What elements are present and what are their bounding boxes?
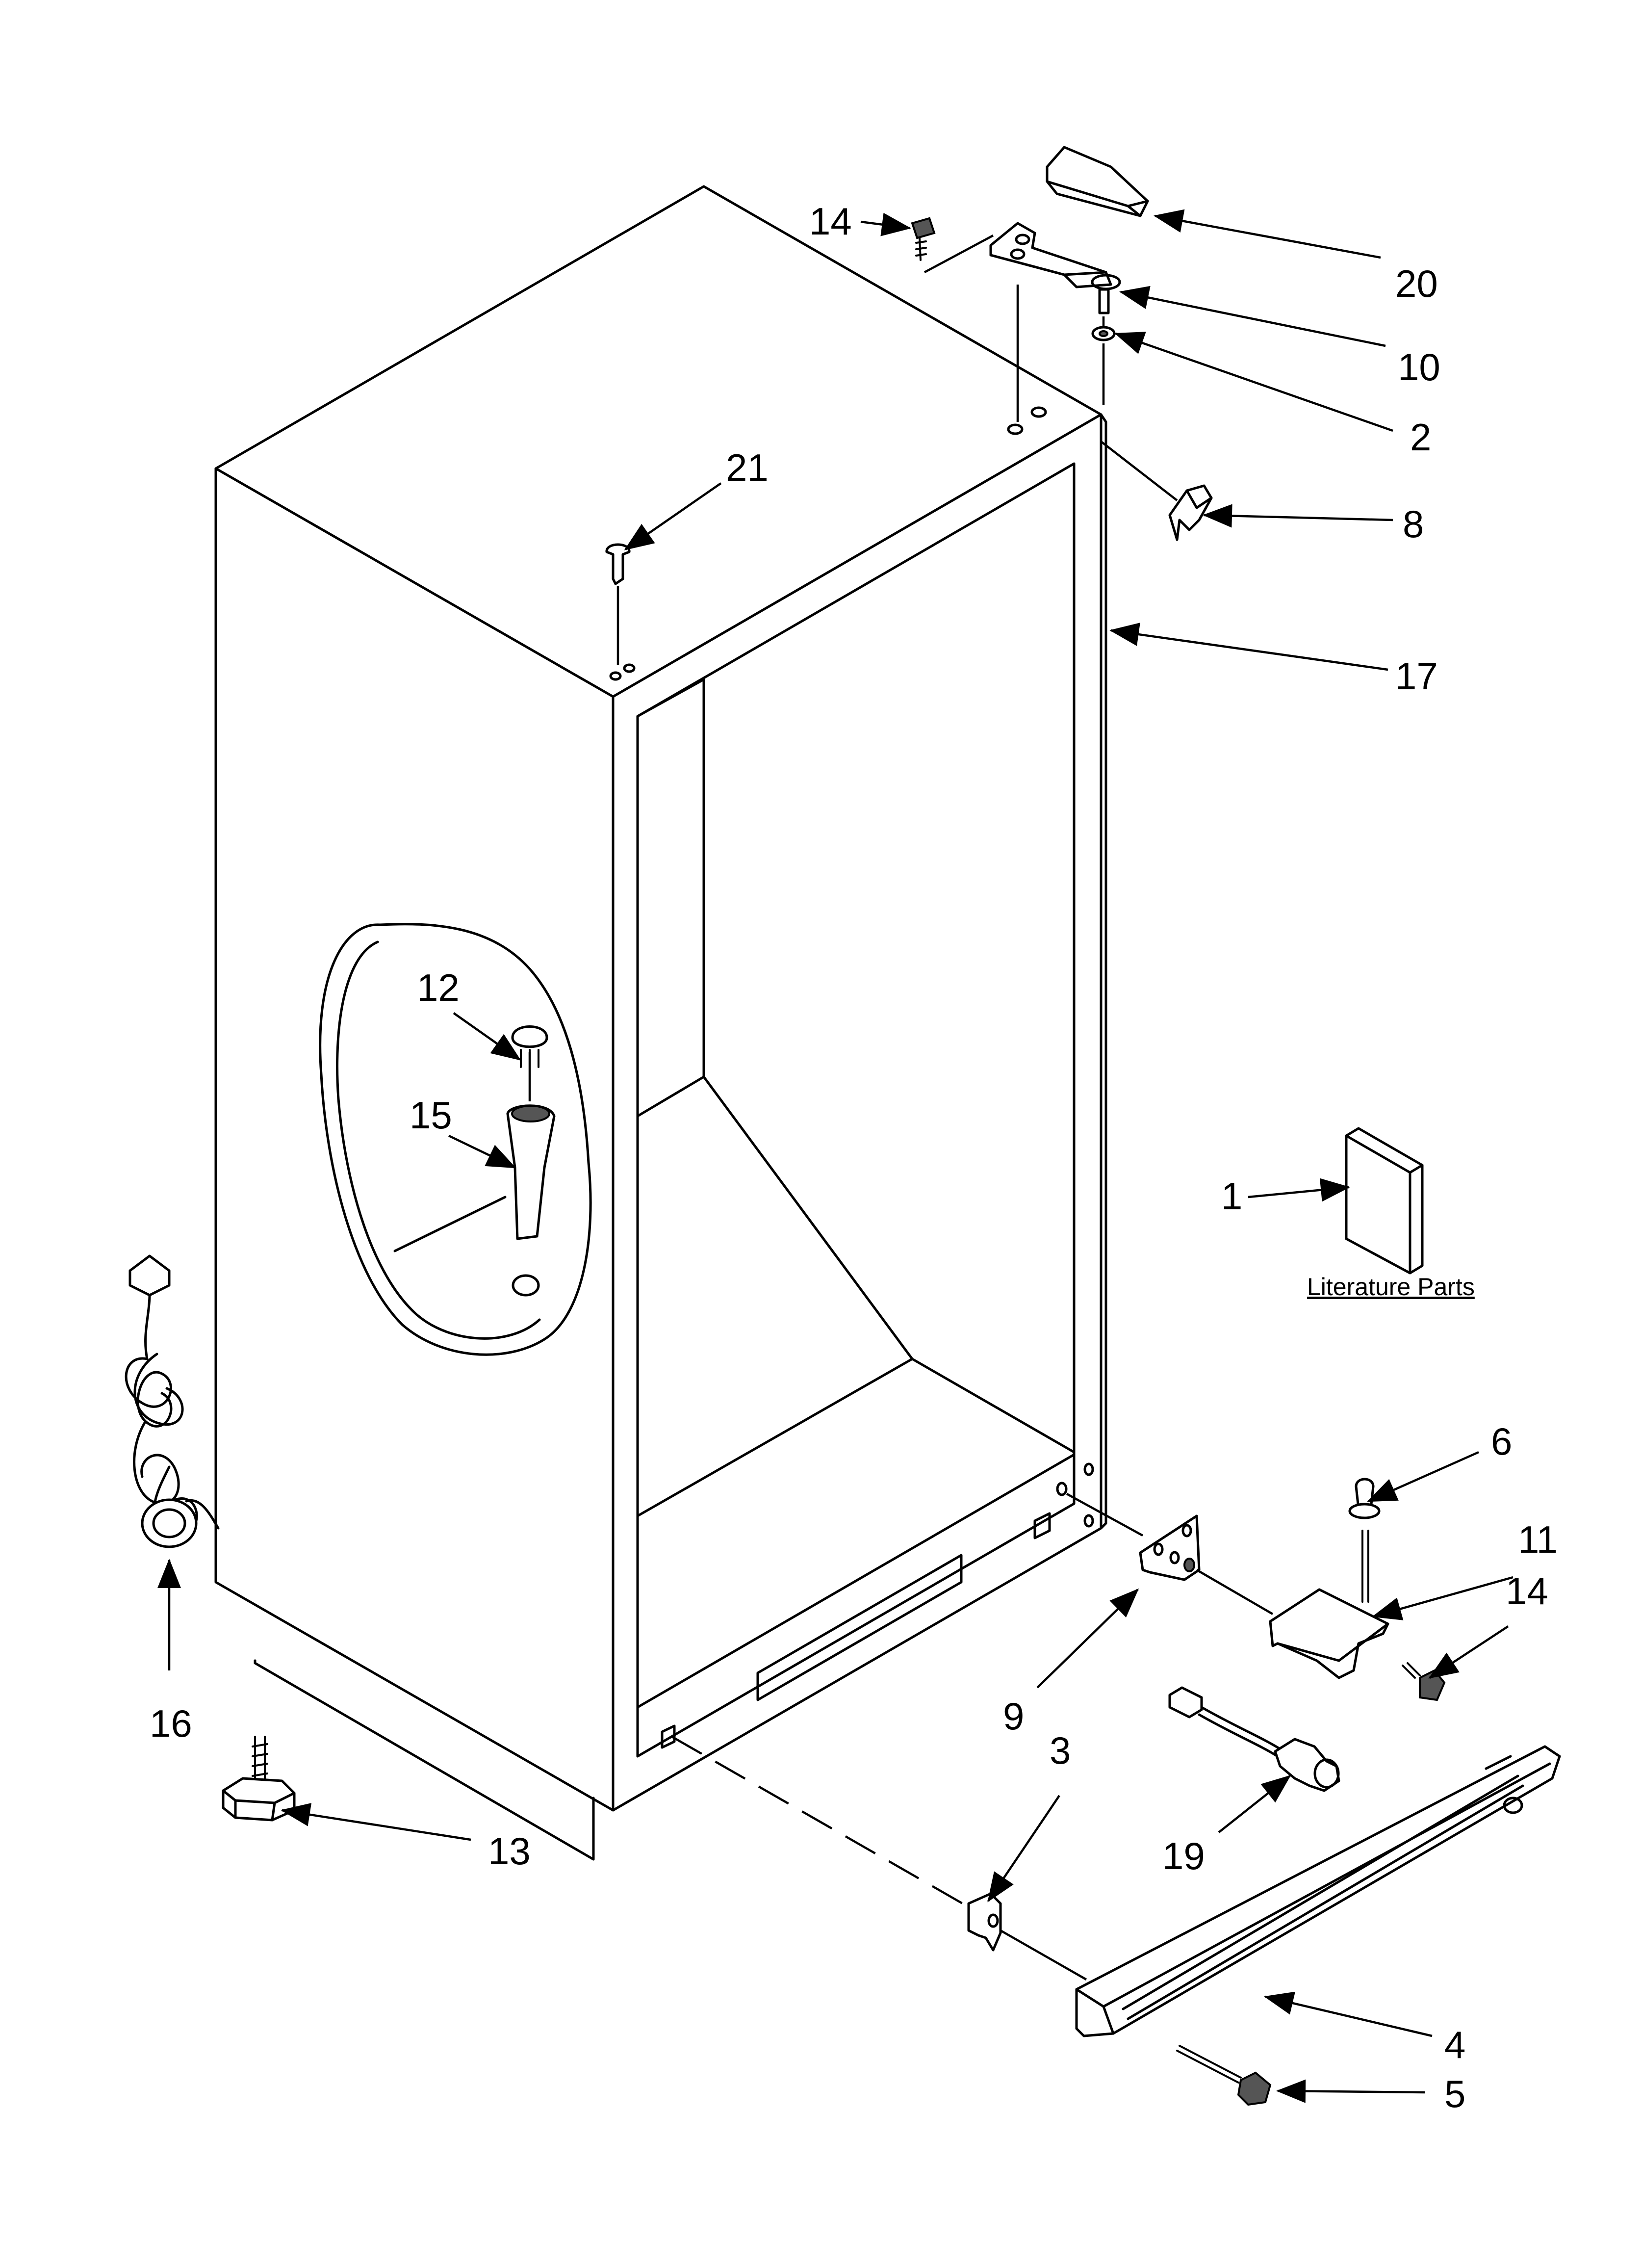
drain-tube-part — [506, 1104, 556, 1297]
side-cutaway — [319, 923, 592, 1356]
assembly-lines — [528, 235, 1274, 1981]
callout-1: 1 — [1221, 1174, 1242, 1218]
callout-14-top: 14 — [809, 200, 852, 243]
callout-4: 4 — [1444, 2023, 1465, 2066]
callout-5: 5 — [1444, 2072, 1465, 2115]
callout-16: 16 — [150, 1702, 192, 1745]
callout-17: 17 — [1395, 654, 1438, 698]
grille-screw-part — [1176, 2045, 1272, 2106]
hinge-pin-part — [1098, 288, 1110, 314]
cabinet-body — [214, 185, 1107, 1861]
callout-leaders — [157, 209, 1514, 2103]
callout-11: 11 — [1518, 1518, 1558, 1561]
callout-10: 10 — [1398, 345, 1440, 389]
wire-harness-part — [1168, 1686, 1340, 1792]
callout-14-bottom: 14 — [1506, 1569, 1548, 1613]
callout-19: 19 — [1162, 1834, 1205, 1877]
callout-20: 20 — [1395, 262, 1438, 305]
top-hinge-part — [989, 222, 1121, 290]
callout-15: 15 — [410, 1094, 452, 1137]
leveling-leg-part — [222, 1736, 296, 1822]
callout-21: 21 — [726, 446, 769, 489]
washer-part — [1091, 326, 1116, 341]
bracket-part — [1168, 484, 1213, 541]
callout-3: 3 — [1050, 1729, 1071, 1772]
top-screw-part — [911, 217, 936, 261]
power-cord-part — [125, 1254, 220, 1548]
grille-clip-part — [967, 1892, 1002, 1952]
literature-parts-caption: Literature Parts — [1307, 1273, 1475, 1301]
callout-8: 8 — [1403, 502, 1424, 546]
callout-2: 2 — [1410, 416, 1431, 459]
callout-9: 9 — [1003, 1694, 1024, 1738]
hinge-cover-part — [1046, 146, 1149, 217]
lower-hinge-part — [1269, 1530, 1389, 1679]
callout-6: 6 — [1491, 1420, 1512, 1463]
callout-13: 13 — [488, 1829, 531, 1873]
bottom-screw-part — [1402, 1662, 1446, 1701]
callout-12: 12 — [417, 966, 460, 1009]
toe-grille-part — [1075, 1745, 1561, 2037]
literature-part — [1345, 1127, 1424, 1275]
callout-labels: 20 10 2 8 17 14 21 12 15 1 Literature Pa… — [150, 200, 1558, 2115]
hinge-plate-part — [1139, 1514, 1201, 1581]
